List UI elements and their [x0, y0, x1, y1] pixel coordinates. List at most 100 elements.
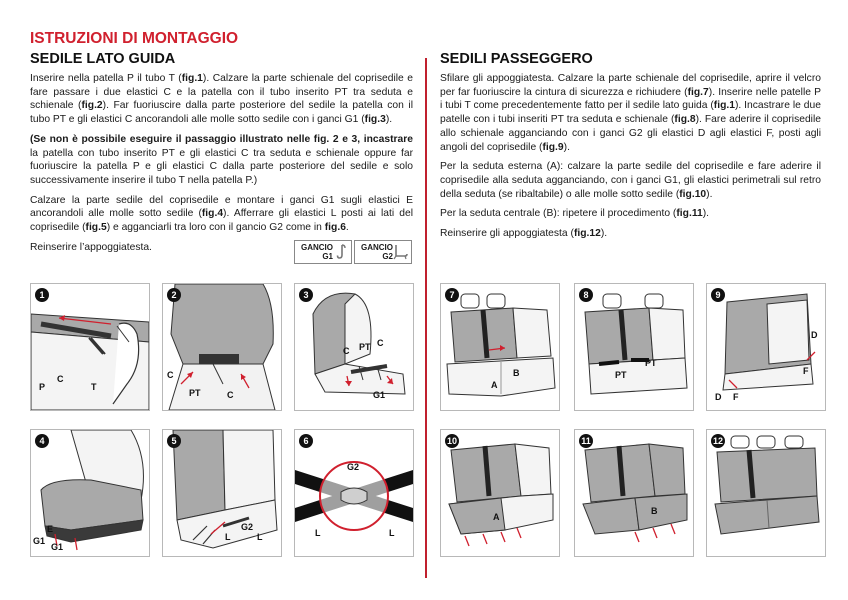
text-run: ). Inserire nelle patelle P i tubi T com… — [440, 86, 821, 112]
passenger-seats-title: SEDILI PASSEGGERO — [440, 51, 593, 67]
emphasis-text: fig.12 — [573, 228, 601, 240]
text-run: Per la seduta esterna (A): calzare la pa… — [440, 161, 821, 200]
figure-number: 7 — [445, 288, 459, 302]
label-l: L — [389, 528, 395, 538]
figure-4: 4 E G1 G1 — [30, 429, 150, 557]
text-run: ). — [600, 228, 608, 240]
hook-g1-icon — [336, 244, 346, 259]
label-g1: G1 — [51, 542, 64, 552]
instruction-paragraph: Per la seduta centrale (B): ripetere il … — [440, 207, 821, 221]
emphasis-text: fig.4 — [201, 208, 224, 220]
figure-1: 1 P C T — [30, 283, 150, 411]
figure-number: 10 — [445, 434, 459, 448]
figure-number: 8 — [579, 288, 593, 302]
driver-seat-instructions: Inserire nella patella P il tubo T ( fig.… — [30, 72, 413, 260]
text-run: Inserire nella patella P il tubo T ( — [30, 73, 182, 84]
label-c: C — [227, 390, 234, 400]
emphasis-text: (Se non è possibile eseguire il passaggi… — [30, 133, 413, 145]
text-run: ). — [702, 208, 709, 220]
figure-2: 2 C PT C — [162, 283, 282, 411]
figure-5: 5 G2 L L — [162, 429, 282, 557]
label-f: F — [803, 366, 809, 376]
text-run: ). — [563, 141, 570, 153]
emphasis-text: fig.11 — [676, 208, 703, 220]
emphasis-text: fig.6 — [324, 222, 346, 234]
text-run: la patella con tubo inserito PT e gli el… — [30, 147, 413, 186]
label-pt: PT — [645, 358, 657, 368]
figure-10: 10 A — [440, 429, 560, 557]
figure-8: 8 PT PT — [574, 283, 694, 411]
instruction-paragraph: Inserire nella patella P il tubo T ( fig.… — [30, 72, 413, 127]
seat-back-tube-illustration — [31, 313, 149, 410]
label-l: L — [225, 532, 231, 542]
instruction-paragraph: Sfilare gli appoggiatesta. Calzare la pa… — [440, 72, 821, 154]
figure-7: 7 A B — [440, 283, 560, 411]
text-run: ) e agganciarli tra loro con il gancio G… — [106, 222, 325, 234]
emphasis-text: fig.1 — [713, 100, 735, 112]
seat-cushion-hook-illustration — [40, 430, 144, 551]
text-run: ). Far fuoriuscire dalla parte posterior… — [30, 100, 413, 126]
label-f: F — [733, 392, 739, 402]
label-l: L — [315, 528, 321, 538]
label-a: A — [493, 512, 500, 522]
label-d: D — [811, 330, 818, 340]
label-c: C — [57, 374, 64, 384]
figure-number: 4 — [35, 434, 49, 448]
label-l: L — [257, 532, 263, 542]
text-run: ). Calzare la parte schienale del copris… — [30, 73, 413, 112]
label-c: C — [167, 370, 174, 380]
label-g1: G1 — [373, 390, 386, 400]
text-run: ). Incastrare le due patelle con i tubi … — [440, 100, 821, 126]
instruction-paragraph: Calzare la parte sedile del coprisedile … — [30, 194, 413, 235]
figure-6: 6 G2 L L — [294, 429, 414, 557]
bench-tubes-illustration — [584, 293, 688, 395]
label-g2: G2 — [241, 522, 254, 532]
passenger-seat-instructions: Sfilare gli appoggiatesta. Calzare la pa… — [440, 72, 821, 247]
text-run: Reinserire l’appoggiatesta. — [30, 241, 152, 253]
figure-11: 11 B — [574, 429, 694, 557]
hook-g2-label-line2: G2 — [382, 252, 393, 261]
seat-side-elastic-illustration — [172, 430, 278, 549]
label-a: A — [491, 380, 498, 390]
text-run: Reinserire gli appoggiatesta ( — [440, 228, 574, 240]
hook-g2-legend: GANCIO G2 — [354, 240, 412, 264]
label-b: B — [513, 368, 520, 378]
emphasis-text: fig.2 — [81, 100, 103, 112]
figure-number: 12 — [711, 434, 725, 448]
hook-g1-label-line1: GANCIO — [301, 243, 333, 252]
label-c: C — [343, 346, 350, 356]
label-c: C — [377, 338, 384, 348]
text-run: . — [345, 222, 349, 234]
figure-number: 1 — [35, 288, 49, 302]
label-t: T — [91, 382, 97, 392]
hook-g1-label-line2: G1 — [322, 252, 333, 261]
instruction-paragraph: (Se non è possibile eseguire il passaggi… — [30, 133, 413, 188]
text-run: Sfilare gli appoggiatesta. Calzare la pa… — [440, 73, 821, 98]
figure-number: 9 — [711, 288, 725, 302]
emphasis-text: fig.5 — [85, 222, 107, 234]
bench-outer-seat-illustration — [448, 443, 554, 547]
text-run: Per la seduta centrale (B): ripetere il … — [440, 208, 677, 220]
emphasis-text: fig.9 — [542, 141, 564, 153]
figure-12: 12 — [706, 429, 826, 557]
bench-center-seat-illustration — [582, 443, 688, 543]
hook-g2-label-line1: GANCIO — [361, 243, 393, 252]
label-e: E — [47, 524, 54, 534]
hook-g2-detail-illustration — [295, 461, 413, 531]
emphasis-text: fig.10 — [679, 188, 707, 200]
label-g2: G2 — [347, 462, 360, 472]
instruction-paragraph: Per la seduta esterna (A): calzare la pa… — [440, 160, 821, 201]
label-g1: G1 — [33, 536, 46, 546]
emphasis-text: fig.8 — [674, 114, 696, 126]
seat-gap-illustration — [168, 284, 276, 410]
label-pt: PT — [615, 370, 627, 380]
label-pt: PT — [189, 388, 201, 398]
seat-rear-hook-illustration — [312, 292, 406, 395]
label-b: B — [651, 506, 658, 516]
figure-number: 11 — [579, 434, 593, 448]
emphasis-text: fig.3 — [364, 114, 386, 126]
emphasis-text: fig.7 — [687, 86, 709, 98]
label-pt: PT — [359, 342, 371, 352]
text-run: ). Fare aderire il coprisedile allo schi… — [440, 114, 821, 153]
figure-9: 9 D F D F — [706, 283, 826, 411]
